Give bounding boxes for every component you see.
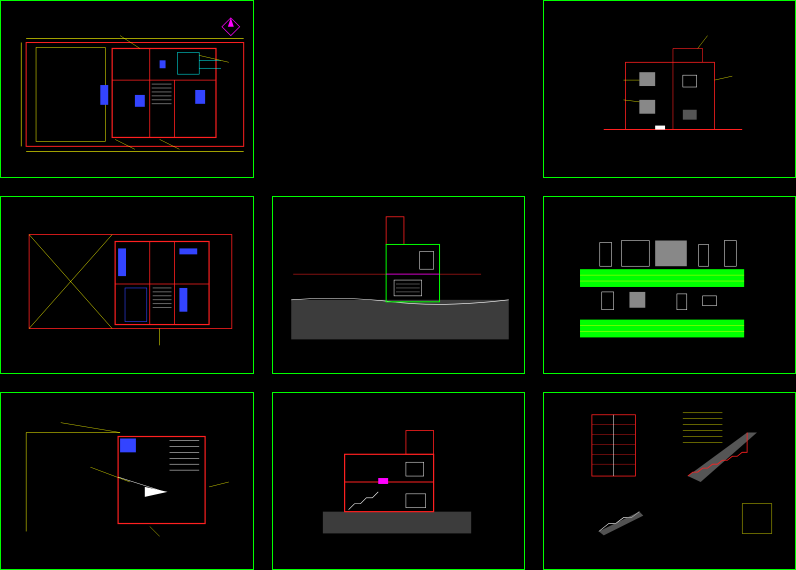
- sheet-front-elevation[interactable]: [543, 0, 796, 178]
- stair-details-drawing: [591, 412, 773, 536]
- sheet-section-b[interactable]: [272, 392, 525, 570]
- front-elevation-drawing: [603, 35, 743, 131]
- sheet-stair-details[interactable]: [543, 392, 796, 570]
- sheet-ground-floor-plan[interactable]: [0, 0, 254, 178]
- sheet-upper-floor-plan[interactable]: [0, 196, 254, 374]
- sheet-roof-plan[interactable]: [0, 392, 254, 570]
- openings-schedule-drawing: [580, 240, 745, 338]
- roof-plan-drawing: [25, 422, 229, 537]
- north-arrow-icon: [221, 17, 241, 37]
- ground-floor-plan-drawing: [20, 17, 245, 152]
- section-a-drawing: [291, 216, 509, 340]
- sheet-openings-schedule[interactable]: [543, 196, 796, 374]
- sheet-section-a[interactable]: [272, 196, 525, 374]
- upper-floor-plan-drawing: [28, 234, 233, 346]
- section-b-drawing: [322, 430, 472, 534]
